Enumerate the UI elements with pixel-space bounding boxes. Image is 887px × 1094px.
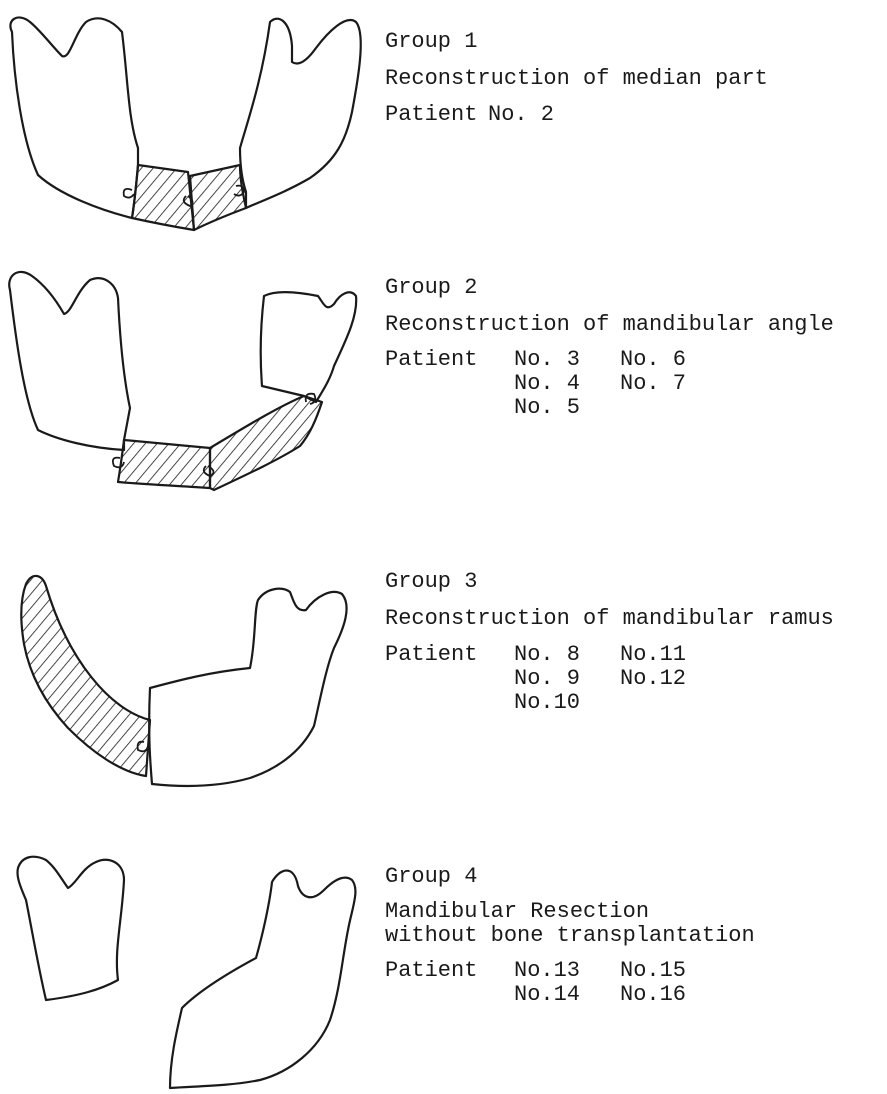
group-1-title: Group 1 <box>385 30 477 54</box>
group-4-patient-no: No.16 <box>620 983 686 1007</box>
group-3-mandible <box>149 589 346 786</box>
group-2-patient-no: No. 6 <box>620 348 686 372</box>
group-3-title: Group 3 <box>385 570 477 594</box>
group-1-patient-no: No. 2 <box>488 103 554 127</box>
group-1-left-mandible <box>10 17 138 218</box>
group-1-patient-label: Patient <box>385 103 477 127</box>
group-1-right-mandible <box>240 19 361 208</box>
group-4-patient-label: Patient <box>385 959 477 983</box>
group-4-right-fragment <box>170 871 355 1089</box>
group-2-patient-label: Patient <box>385 348 477 372</box>
group-2-patient-no: No. 5 <box>514 396 580 420</box>
group-3-graft <box>21 576 150 776</box>
group-3-description: Reconstruction of mandibular ramus <box>385 607 834 631</box>
group-4-title: Group 4 <box>385 865 477 889</box>
group-2-patient-no: No. 3 <box>514 348 580 372</box>
group-3-patient-no: No.11 <box>620 643 686 667</box>
group-3-patient-label: Patient <box>385 643 477 667</box>
group-4-left-fragment <box>17 857 124 1000</box>
group-3-diagram <box>21 576 346 786</box>
group-1-description: Reconstruction of median part <box>385 67 768 91</box>
group-1-diagram <box>10 17 360 230</box>
group-3-patient-no: No. 9 <box>514 667 580 691</box>
group-3-patient-no: No.10 <box>514 691 580 715</box>
group-3-patient-no: No. 8 <box>514 643 580 667</box>
group-1-graft-right <box>190 165 246 230</box>
group-2-description: Reconstruction of mandibular angle <box>385 313 834 337</box>
group-4-patient-no: No.13 <box>514 959 580 983</box>
group-4-description-line-2: without bone transplantation <box>385 924 755 948</box>
group-2-patient-no: No. 4 <box>514 372 580 396</box>
group-4-description-line-1: Mandibular Resection <box>385 900 649 924</box>
group-2-title: Group 2 <box>385 276 477 300</box>
group-4-patient-no: No.14 <box>514 983 580 1007</box>
group-2-graft-left <box>118 440 210 488</box>
group-4-diagram <box>17 857 355 1088</box>
group-2-left-mandible <box>9 272 130 450</box>
group-2-diagram <box>9 272 356 490</box>
group-2-right-mandible <box>261 292 357 402</box>
group-3-patient-no: No.12 <box>620 667 686 691</box>
group-2-patient-no: No. 7 <box>620 372 686 396</box>
group-2-graft-right <box>210 396 322 490</box>
group-4-patient-no: No.15 <box>620 959 686 983</box>
